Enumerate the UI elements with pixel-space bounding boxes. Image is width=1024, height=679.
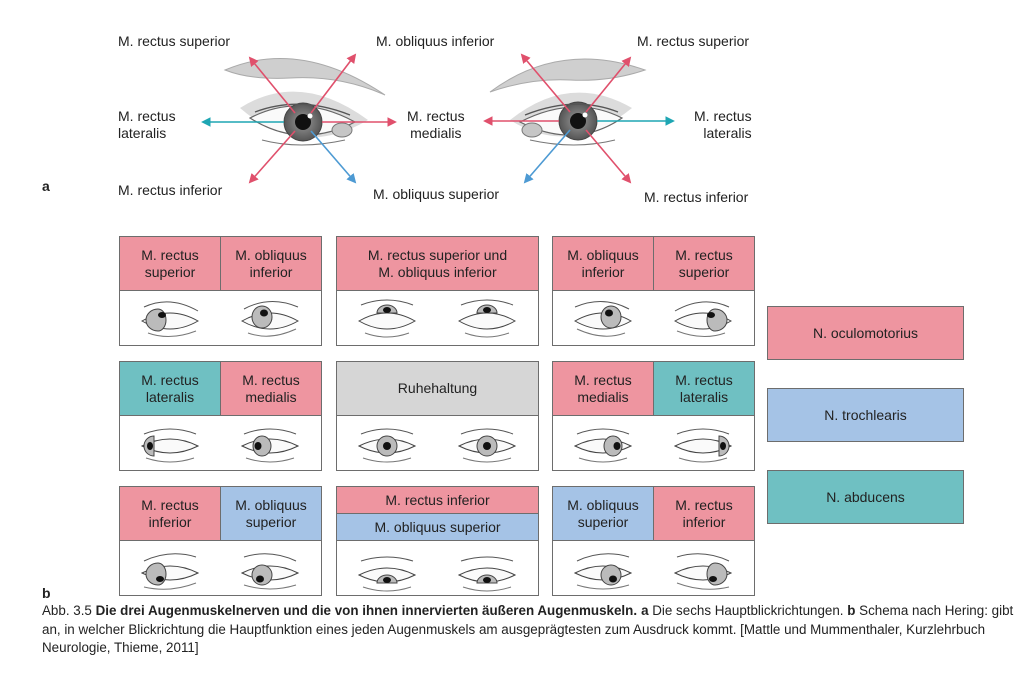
hering-box-right: M. rectus lateralis M. rectus medialis <box>119 361 322 471</box>
hering-box-header: M. obliquus inferior M. rectus superior <box>553 237 754 291</box>
label-left-rectus-lateralis-line2: lateralis <box>118 125 167 141</box>
muscle-cell: M. obliquus inferior <box>220 237 321 290</box>
legend-abducens: N. abducens <box>767 470 964 524</box>
hering-box-header: M. rectus lateralis M. rectus medialis <box>120 362 321 416</box>
muscle-cell: M. rectus inferior <box>337 487 538 513</box>
muscle-cell: M. rectus lateralis <box>120 362 220 415</box>
label-left-rectus-lateralis: M. rectus lateralis <box>118 108 176 142</box>
label-right-rectus-superior: M. rectus superior <box>637 33 750 49</box>
caption-a-text: Die sechs Hauptblickrichtungen. <box>648 603 848 618</box>
label-left-rectus-superior: M. rectus superior <box>118 33 231 49</box>
muscle-cell: M. rectus lateralis <box>653 362 754 415</box>
label-obliquus-superior: M. obliquus superior <box>373 186 500 202</box>
label-right-rectus-lateralis: M. rectus lateralis <box>694 108 752 142</box>
hering-box-left: M. rectus medialis M. rectus lateralis <box>552 361 755 471</box>
eye-pair-up <box>357 299 517 338</box>
eye-pair-left <box>573 428 733 463</box>
hering-box-up: M. rectus superior und M. obliquus infer… <box>336 236 539 346</box>
eye-pair-down <box>357 556 517 592</box>
muscle-cell: Ruhehaltung <box>337 362 538 415</box>
hering-box-header: Ruhehaltung <box>337 362 538 416</box>
label-right-rectus-lateralis-line2: lateralis <box>703 125 752 141</box>
label-rectus-medialis-line2: medialis <box>410 125 462 141</box>
hering-box-primary: Ruhehaltung <box>336 361 539 471</box>
panel-b-label: b <box>42 585 51 601</box>
muscle-cell: M. rectus medialis <box>553 362 653 415</box>
eye-pair-up-right <box>140 301 300 337</box>
eye-pair-up-left <box>573 301 733 337</box>
eye-pair-primary <box>357 428 517 463</box>
label-left-rectus-lateralis-line1: M. rectus <box>118 108 176 124</box>
label-rectus-medialis-line1: M. rectus <box>407 108 465 124</box>
label-left-rectus-inferior: M. rectus inferior <box>118 182 223 198</box>
eye-pair-right <box>140 428 300 463</box>
left-eye <box>201 53 397 184</box>
hering-box-up-left: M. obliquus inferior M. rectus superior <box>552 236 755 346</box>
hering-box-header: M. rectus inferior M. obliquus superior <box>120 487 321 541</box>
legend-label: N. oculomotorius <box>812 325 919 341</box>
label-right-rectus-lateralis-line1: M. rectus <box>694 108 752 124</box>
hering-box-down-left: M. obliquus superior M. rectus inferior <box>552 486 755 596</box>
muscle-cell: M. obliquus inferior <box>553 237 653 290</box>
legend-label: N. trochlearis <box>824 407 907 423</box>
panel-a-label: a <box>42 178 50 194</box>
label-right-rectus-inferior: M. rectus inferior <box>644 189 749 205</box>
muscle-cell: M. rectus inferior <box>120 487 220 540</box>
caption-b-text: Schema nach Hering: gibt an, in welcher … <box>42 603 1014 655</box>
hering-box-down-right: M. rectus inferior M. obliquus superior <box>119 486 322 596</box>
muscle-cell: M. obliquus superior <box>220 487 321 540</box>
muscle-cell: M. rectus superior <box>653 237 754 290</box>
muscle-cell: M. rectus superior und M. obliquus infer… <box>337 237 538 290</box>
caption-prefix: Abb. 3.5 <box>42 603 96 618</box>
muscle-cell: M. rectus medialis <box>220 362 321 415</box>
hering-box-header: M. obliquus superior M. rectus inferior <box>553 487 754 541</box>
right-eye <box>483 53 675 184</box>
legend-trochlearis: N. trochlearis <box>767 388 964 442</box>
eye-pair-down-left <box>573 553 733 590</box>
muscle-cell: M. obliquus superior <box>553 487 653 540</box>
legend-oculomotorius: N. oculomotorius <box>767 306 964 360</box>
caption-title: Die drei Augenmuskelnerven und die von i… <box>95 603 638 618</box>
caption-b-label: b <box>847 603 856 618</box>
panel-a-eye-illustrations <box>201 53 675 184</box>
muscle-cell: M. obliquus superior <box>337 513 538 540</box>
caption-a-label: a <box>641 603 649 618</box>
muscle-cell: M. rectus superior <box>120 237 220 290</box>
eye-pair-down-right <box>140 553 300 590</box>
hering-box-header: M. rectus medialis M. rectus lateralis <box>553 362 754 416</box>
hering-box-up-right: M. rectus superior M. obliquus inferior <box>119 236 322 346</box>
hering-box-header: M. rectus superior und M. obliquus infer… <box>337 237 538 291</box>
label-left-obliquus-inferior: M. obliquus inferior <box>376 33 495 49</box>
muscle-cell: M. rectus inferior <box>653 487 754 540</box>
label-rectus-medialis: M. rectus medialis <box>407 108 465 142</box>
figure-caption: Abb. 3.5 Die drei Augenmuskelnerven und … <box>42 602 1017 658</box>
hering-box-header: M. rectus superior M. obliquus inferior <box>120 237 321 291</box>
hering-box-header: M. rectus inferior M. obliquus superior <box>337 487 538 541</box>
legend-label: N. abducens <box>826 489 905 505</box>
hering-box-down: M. rectus inferior M. obliquus superior <box>336 486 539 596</box>
